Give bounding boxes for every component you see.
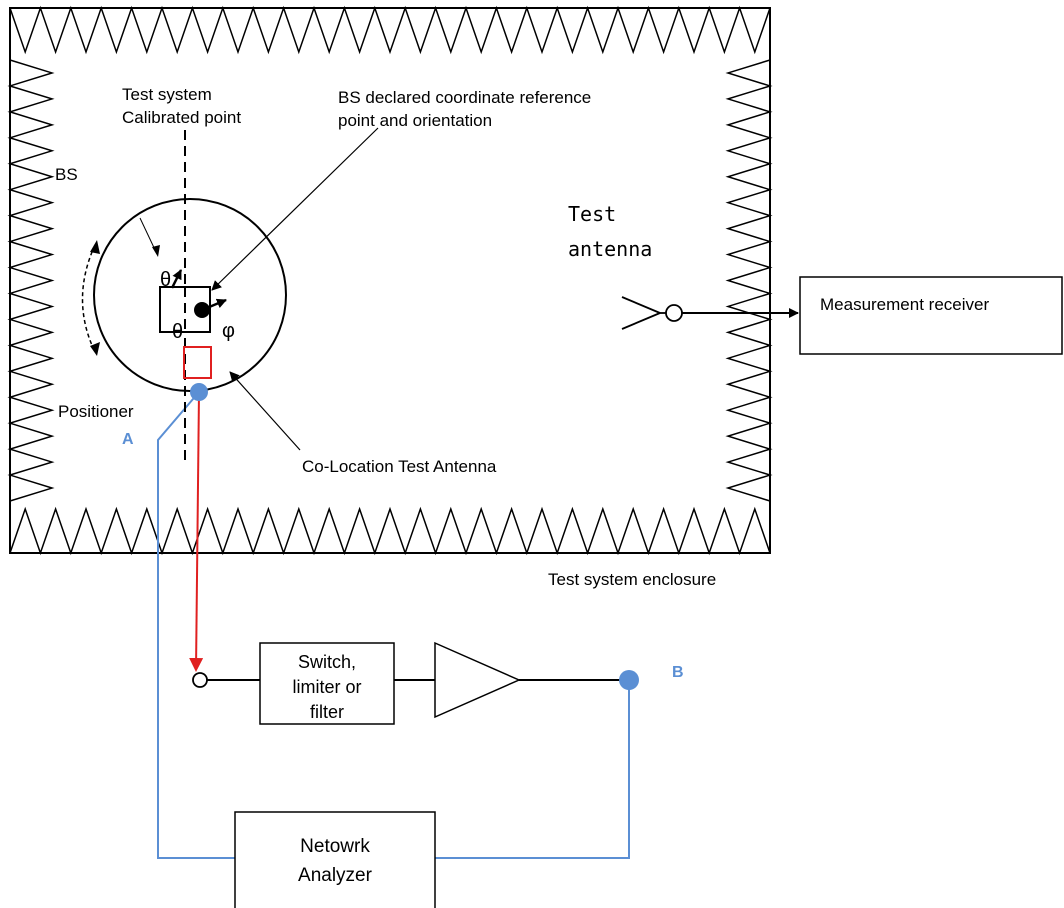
- network-analyzer-label-2: Analyzer: [298, 865, 373, 886]
- bs-declared-label-2: point and orientation: [338, 111, 492, 130]
- test-system-enclosure: [9, 7, 771, 554]
- positioner-circle: [93, 198, 287, 392]
- point-a-dot: [190, 383, 208, 401]
- network-analyzer-box: [234, 811, 436, 908]
- switch-label-3: filter: [310, 702, 344, 722]
- absorber-bottom: [9, 506, 771, 556]
- test-system-calibrated-label-2: Calibrated point: [122, 108, 241, 127]
- absorber-top: [9, 5, 771, 55]
- test-antenna-label-1: Test: [568, 202, 616, 226]
- phi-label: φ: [222, 320, 235, 342]
- absBottom-teeth: [9, 506, 771, 556]
- theta-top-label: θ: [160, 269, 171, 291]
- bs-label: BS: [55, 165, 78, 184]
- measurement-receiver-label: Measurement receiver: [820, 295, 989, 314]
- co-location-test-antenna-box: [183, 346, 212, 379]
- absorber-right: [725, 59, 773, 502]
- bs-pointer-head: [152, 245, 160, 257]
- co-location-label: Co-Location Test Antenna: [302, 457, 497, 476]
- switch-label-1: Switch,: [298, 652, 356, 672]
- point-a-label: A: [122, 431, 134, 448]
- reference-point-pointer: [211, 127, 379, 291]
- orientation-arrow-up: [170, 269, 183, 289]
- rotation-arrowhead-top: [90, 240, 100, 254]
- absLeft-teeth: [7, 59, 55, 502]
- absRight-teeth: [725, 59, 773, 502]
- rotation-arrow: [81, 244, 96, 353]
- positioner-label: Positioner: [58, 402, 134, 421]
- chain-input-port: [192, 672, 208, 688]
- absTop-teeth: [9, 5, 771, 55]
- enclosure-label: Test system enclosure: [548, 570, 716, 589]
- rf-path-red: [189, 391, 204, 672]
- measurement-receiver-box: [799, 276, 1063, 355]
- theta-bottom-label: θ: [172, 321, 183, 343]
- test-antenna-port: [665, 304, 683, 322]
- test-antenna-label-2: antenna: [568, 237, 652, 261]
- amplifier-triangle: [434, 641, 521, 719]
- point-b-dot: [619, 670, 639, 690]
- test-antenna-arm-upper: [621, 296, 661, 314]
- network-analyzer-label-1: Netowrk: [300, 836, 370, 857]
- blue-connection-a-to-analyzer: [157, 391, 235, 859]
- co-location-pointer: [229, 371, 301, 451]
- point-b-label: B: [672, 664, 684, 681]
- blue-connection-b-to-analyzer: [435, 680, 630, 859]
- switch-label-2: limiter or: [292, 677, 361, 697]
- absorber-left: [7, 59, 55, 502]
- test-system-calibrated-label-1: Test system: [122, 85, 212, 104]
- orientation-arrow-right: [201, 298, 227, 312]
- switch-limiter-filter-box: [259, 642, 395, 725]
- rotation-arrowhead-bottom: [90, 342, 100, 356]
- bs-declared-label-1: BS declared coordinate reference: [338, 88, 591, 107]
- test-antenna-arm-lower: [621, 312, 661, 330]
